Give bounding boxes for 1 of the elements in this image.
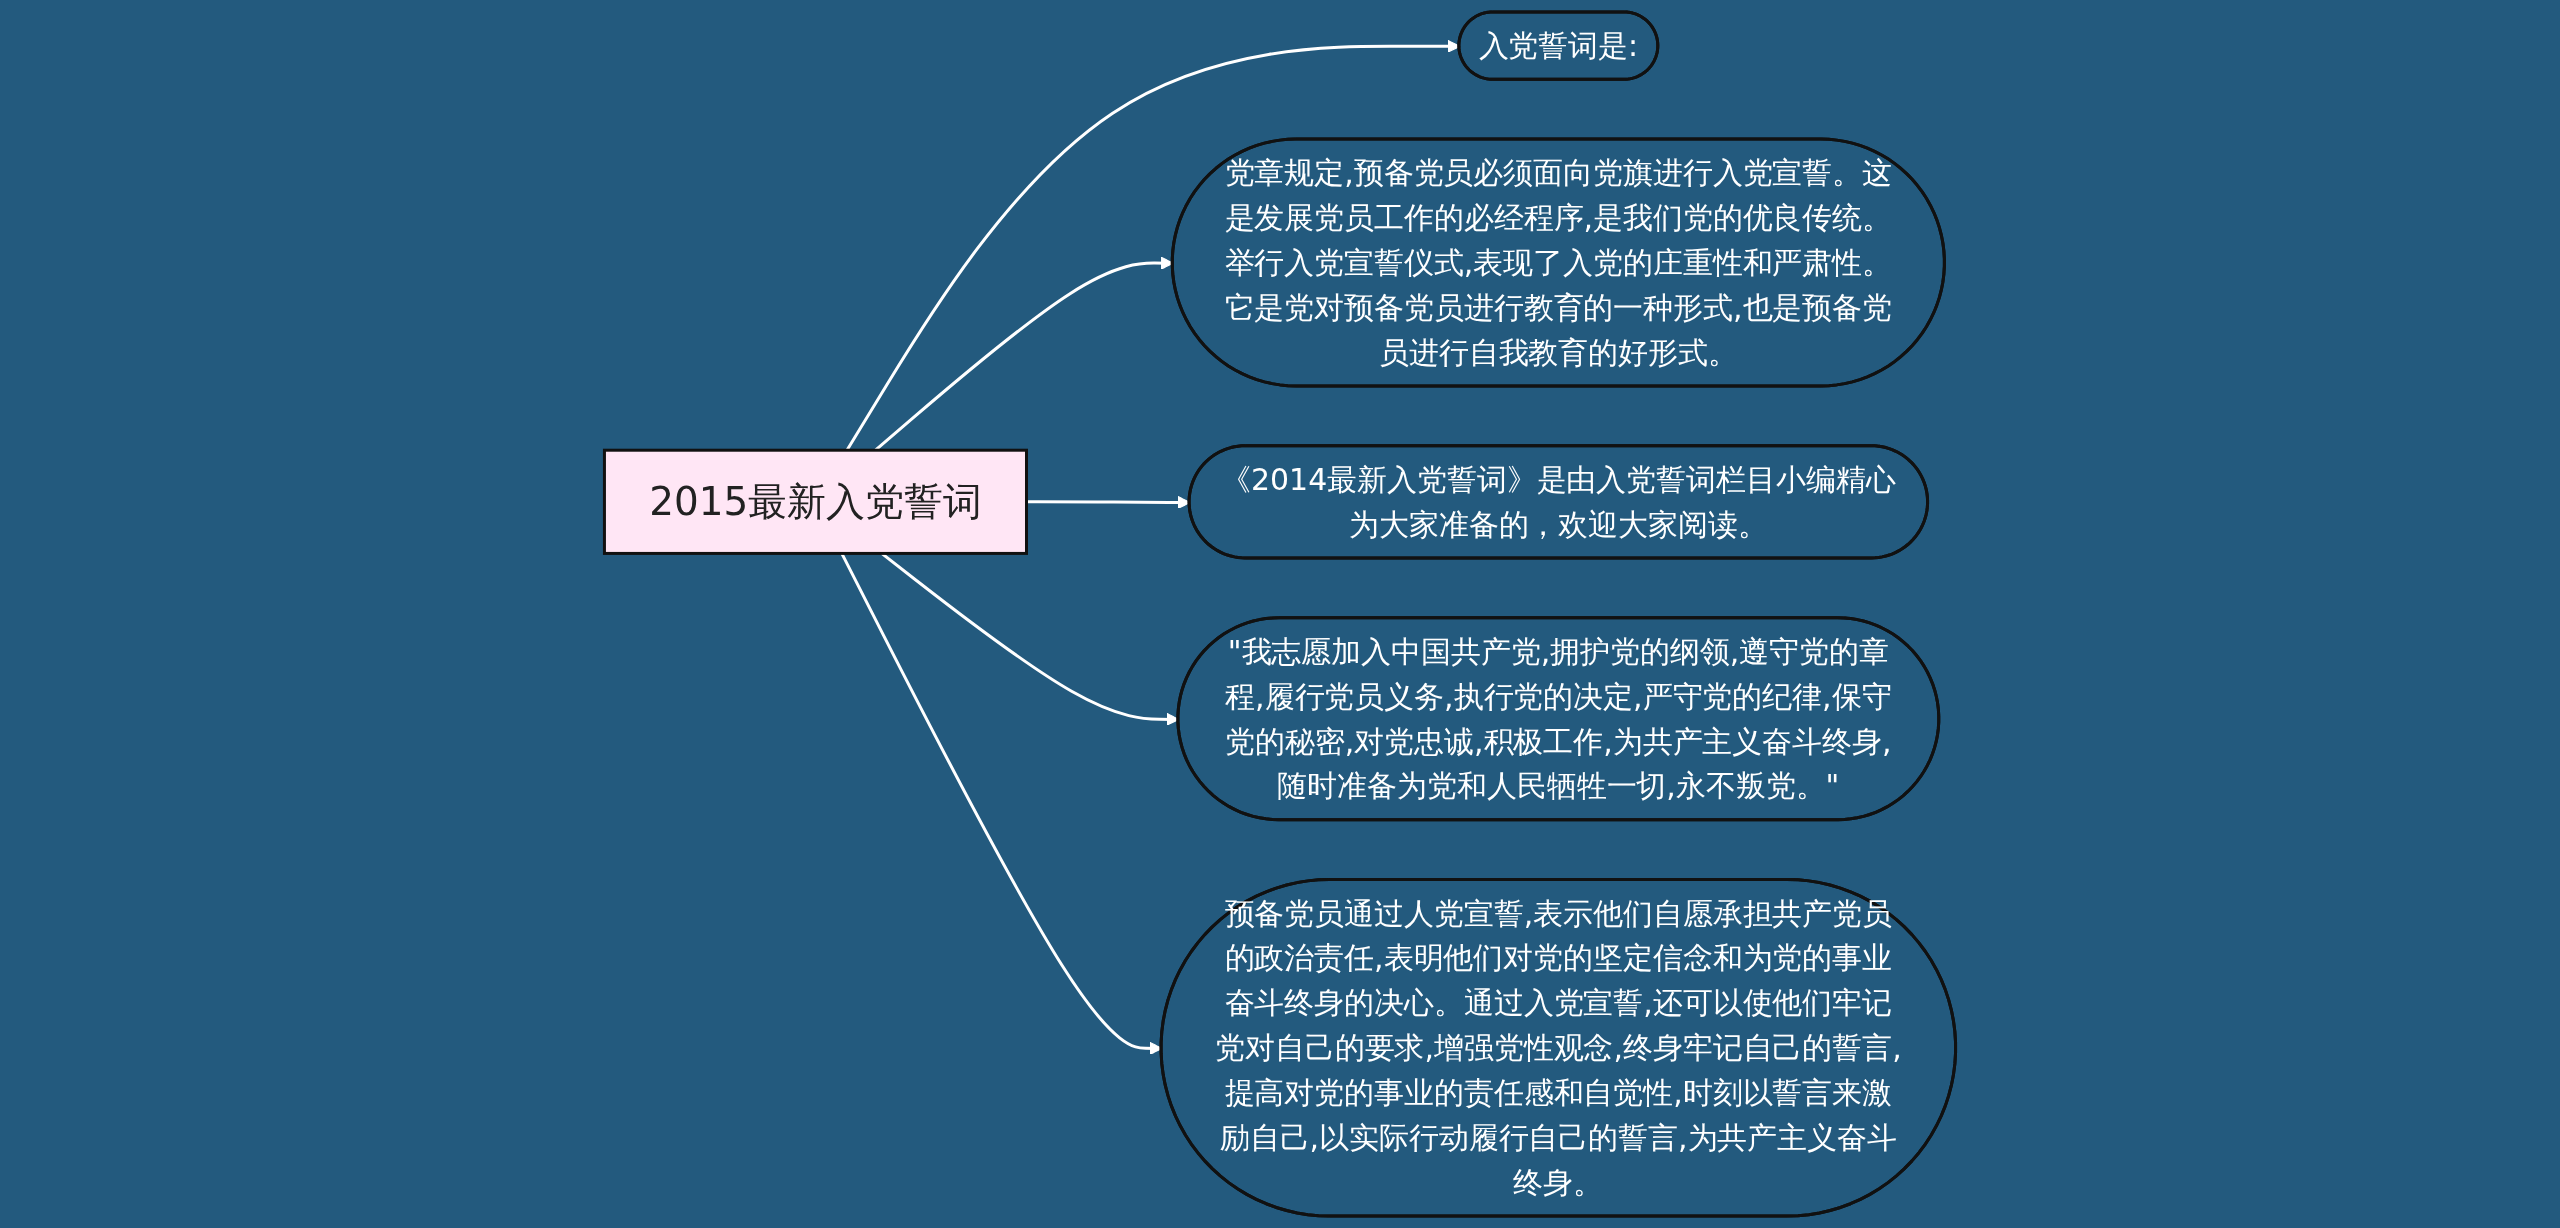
- node-box: 2015最新入党誓词: [602, 448, 1028, 555]
